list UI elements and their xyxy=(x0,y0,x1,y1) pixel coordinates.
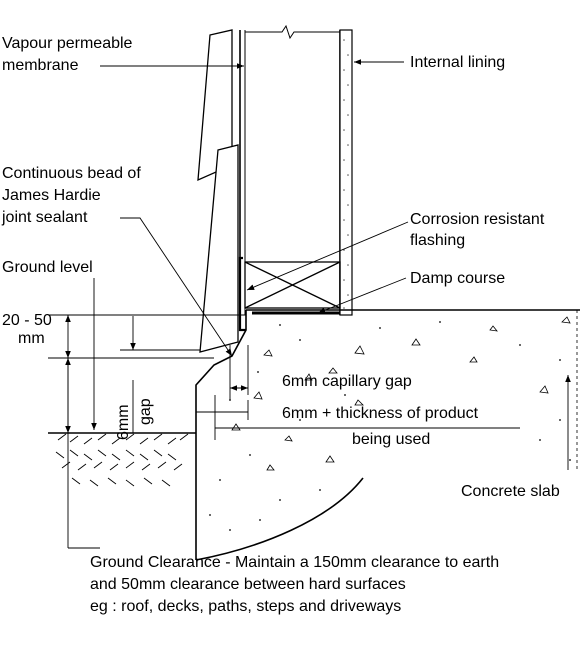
cladding-boards xyxy=(197,29,239,353)
bottom-plate xyxy=(244,261,341,309)
dimensions xyxy=(48,278,520,549)
break-line xyxy=(245,24,340,40)
label-range-line2: mm xyxy=(18,330,45,347)
ground-earth xyxy=(48,432,196,487)
label-capillary-gap: 6mm capillary gap xyxy=(282,373,412,390)
label-range-line1: 20 - 50 xyxy=(2,312,52,329)
label-sealant-line3: joint sealant xyxy=(1,209,88,226)
label-concrete-slab: Concrete slab xyxy=(461,483,560,500)
label-membrane-line1: Vapour permeable xyxy=(2,35,133,52)
label-flashing-line1: Corrosion resistant xyxy=(410,211,545,228)
label-thickness-line2: being used xyxy=(352,431,430,448)
label-gap-line1: 6mm xyxy=(115,404,132,440)
label-membrane-line2: membrane xyxy=(2,57,79,74)
concrete-aggregate xyxy=(231,316,571,471)
concrete-slab xyxy=(195,309,580,561)
concrete-stipple xyxy=(209,321,571,531)
label-damp-course: Damp course xyxy=(410,270,505,287)
label-internal-lining: Internal lining xyxy=(410,54,505,71)
internal-lining xyxy=(339,29,353,316)
label-gap-line2: gap xyxy=(137,398,154,425)
label-clearance-line2: and 50mm clearance between hard surfaces xyxy=(90,576,406,593)
label-sealant-line2: James Hardie xyxy=(2,187,101,204)
label-clearance-line3: eg : roof, decks, paths, steps and drive… xyxy=(90,598,401,615)
label-flashing-line2: flashing xyxy=(410,232,465,249)
board-lower xyxy=(199,144,239,353)
label-clearance-line1: Ground Clearance - Maintain a 150mm clea… xyxy=(90,554,499,571)
label-sealant-line1: Continuous bead of xyxy=(2,165,141,182)
corrosion-flashing xyxy=(238,256,246,332)
label-thickness-line1: 6mm + thickness of product xyxy=(282,405,479,422)
leaders xyxy=(100,59,571,470)
label-ground-level: Ground level xyxy=(2,259,93,276)
annotation-text: Vapour permeable membrane Internal linin… xyxy=(1,35,560,615)
